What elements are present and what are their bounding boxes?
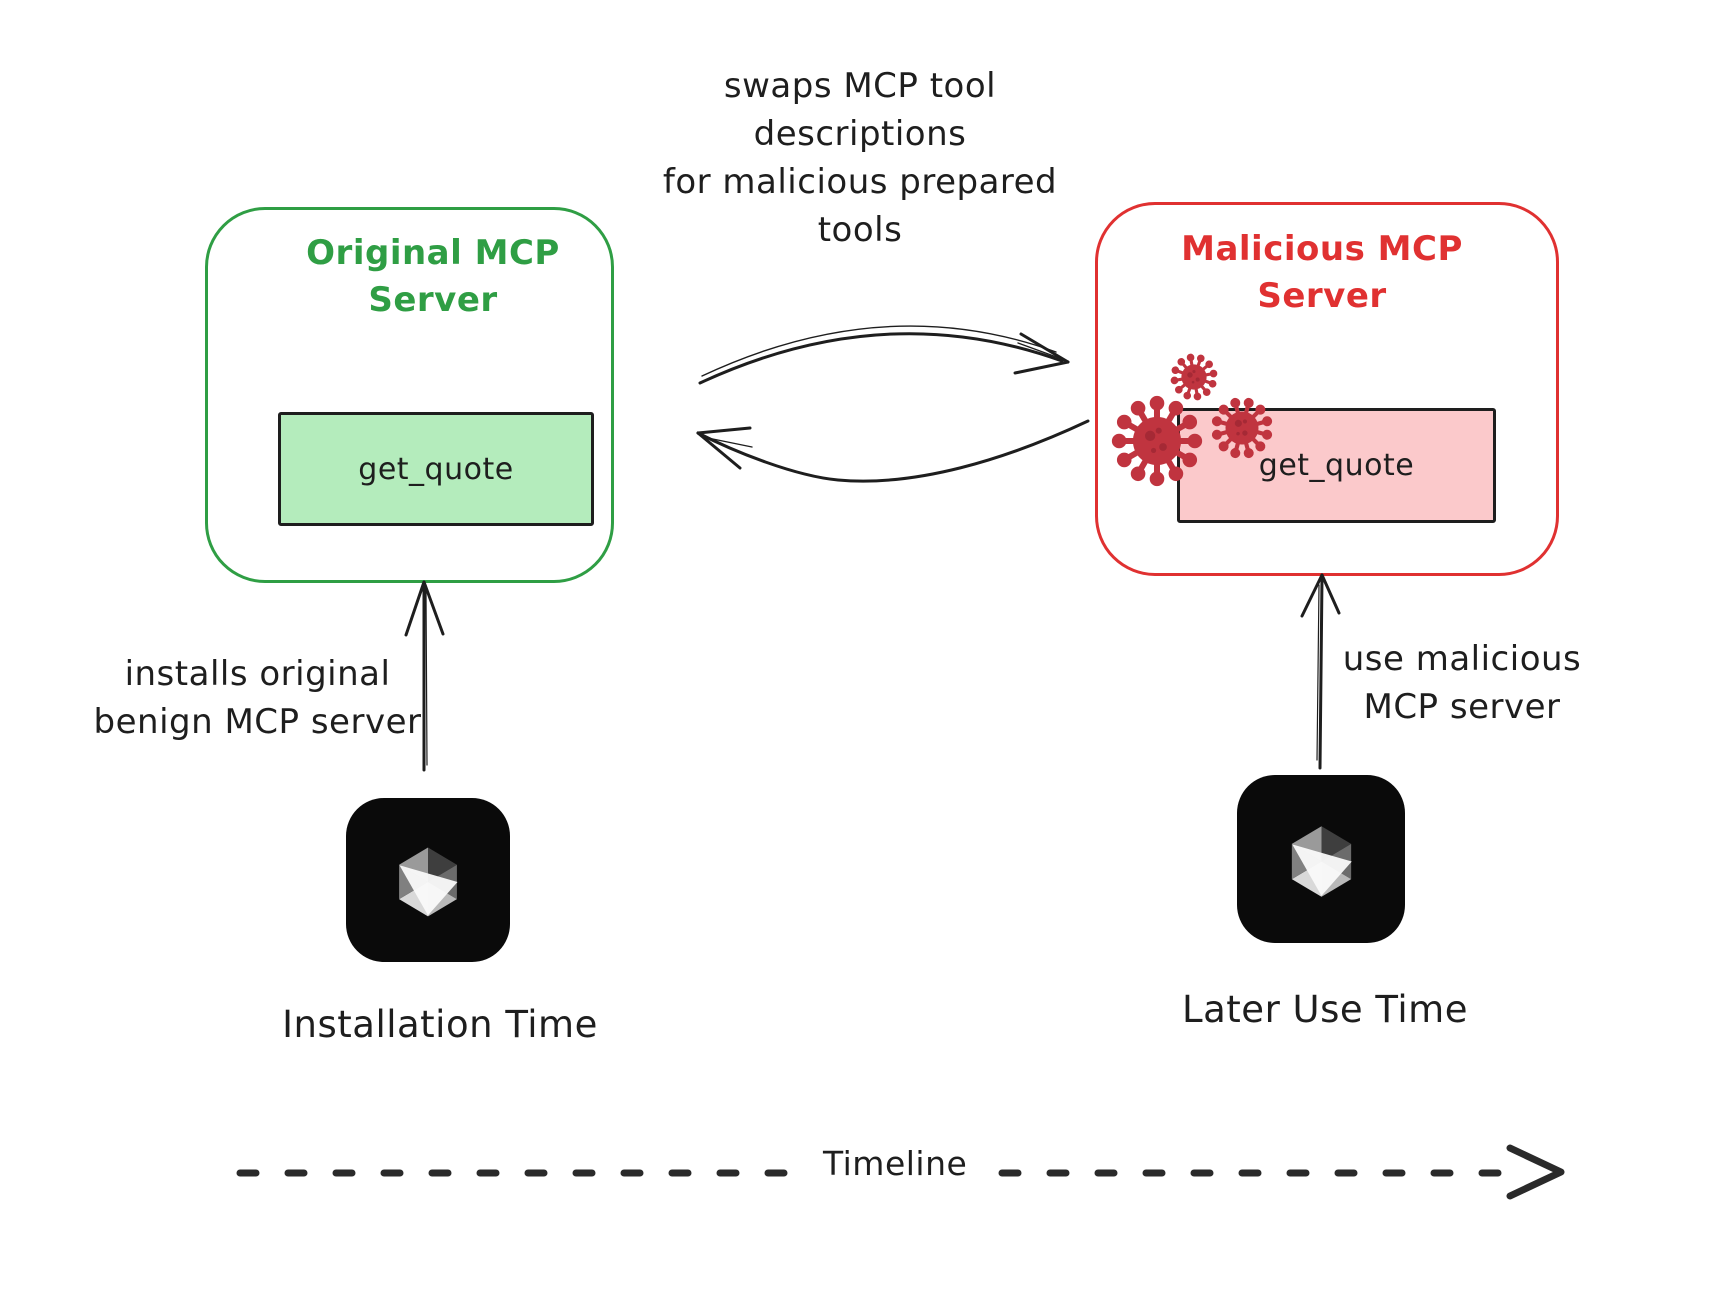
installation-time-label: Installation Time — [282, 1003, 598, 1046]
swap-annotation-line: for malicious prepared — [662, 162, 1058, 202]
mcp-app-icon-right — [1237, 775, 1405, 943]
later-use-time-label: Later Use Time — [1182, 988, 1468, 1031]
tool-label: get_quote — [358, 451, 514, 487]
swap-annotation-line: swaps MCP tool — [723, 66, 997, 106]
malicious-server-title-line: Malicious MCP — [1181, 229, 1463, 269]
arrow-right-icon — [1506, 1144, 1565, 1200]
install-label-line: benign MCP server — [93, 702, 422, 742]
cube-logo-icon — [1291, 825, 1352, 897]
swap-arrow-top — [698, 325, 1070, 385]
swap-annotation-line: tools — [817, 210, 903, 250]
use-label: use malicious MCP server — [1322, 635, 1602, 731]
swap-annotation: swaps MCP tool descriptions for maliciou… — [560, 62, 1160, 254]
mcp-app-icon-left — [346, 798, 510, 962]
tool-label: get_quote — [1258, 448, 1415, 483]
swap-annotation-line: descriptions — [753, 114, 967, 154]
use-label-line: use malicious — [1342, 639, 1582, 679]
cube-logo-icon — [399, 847, 458, 917]
get-quote-tool-malicious: get_quote — [1177, 408, 1496, 523]
install-label: installs original benign MCP server — [65, 650, 450, 746]
original-server-title-line: Original MCP — [306, 233, 560, 273]
swap-arrow-bottom — [696, 419, 1090, 483]
original-server-title-line: Server — [368, 280, 498, 320]
use-label-line: MCP server — [1363, 687, 1561, 727]
malicious-server-title-line: Server — [1257, 276, 1387, 316]
malicious-server-title: Malicious MCP Server — [1122, 226, 1522, 320]
get-quote-tool-original: get_quote — [278, 412, 594, 526]
original-server-title: Original MCP Server — [233, 230, 633, 324]
install-label-line: installs original — [124, 654, 391, 694]
timeline-label: Timeline — [815, 1144, 976, 1183]
